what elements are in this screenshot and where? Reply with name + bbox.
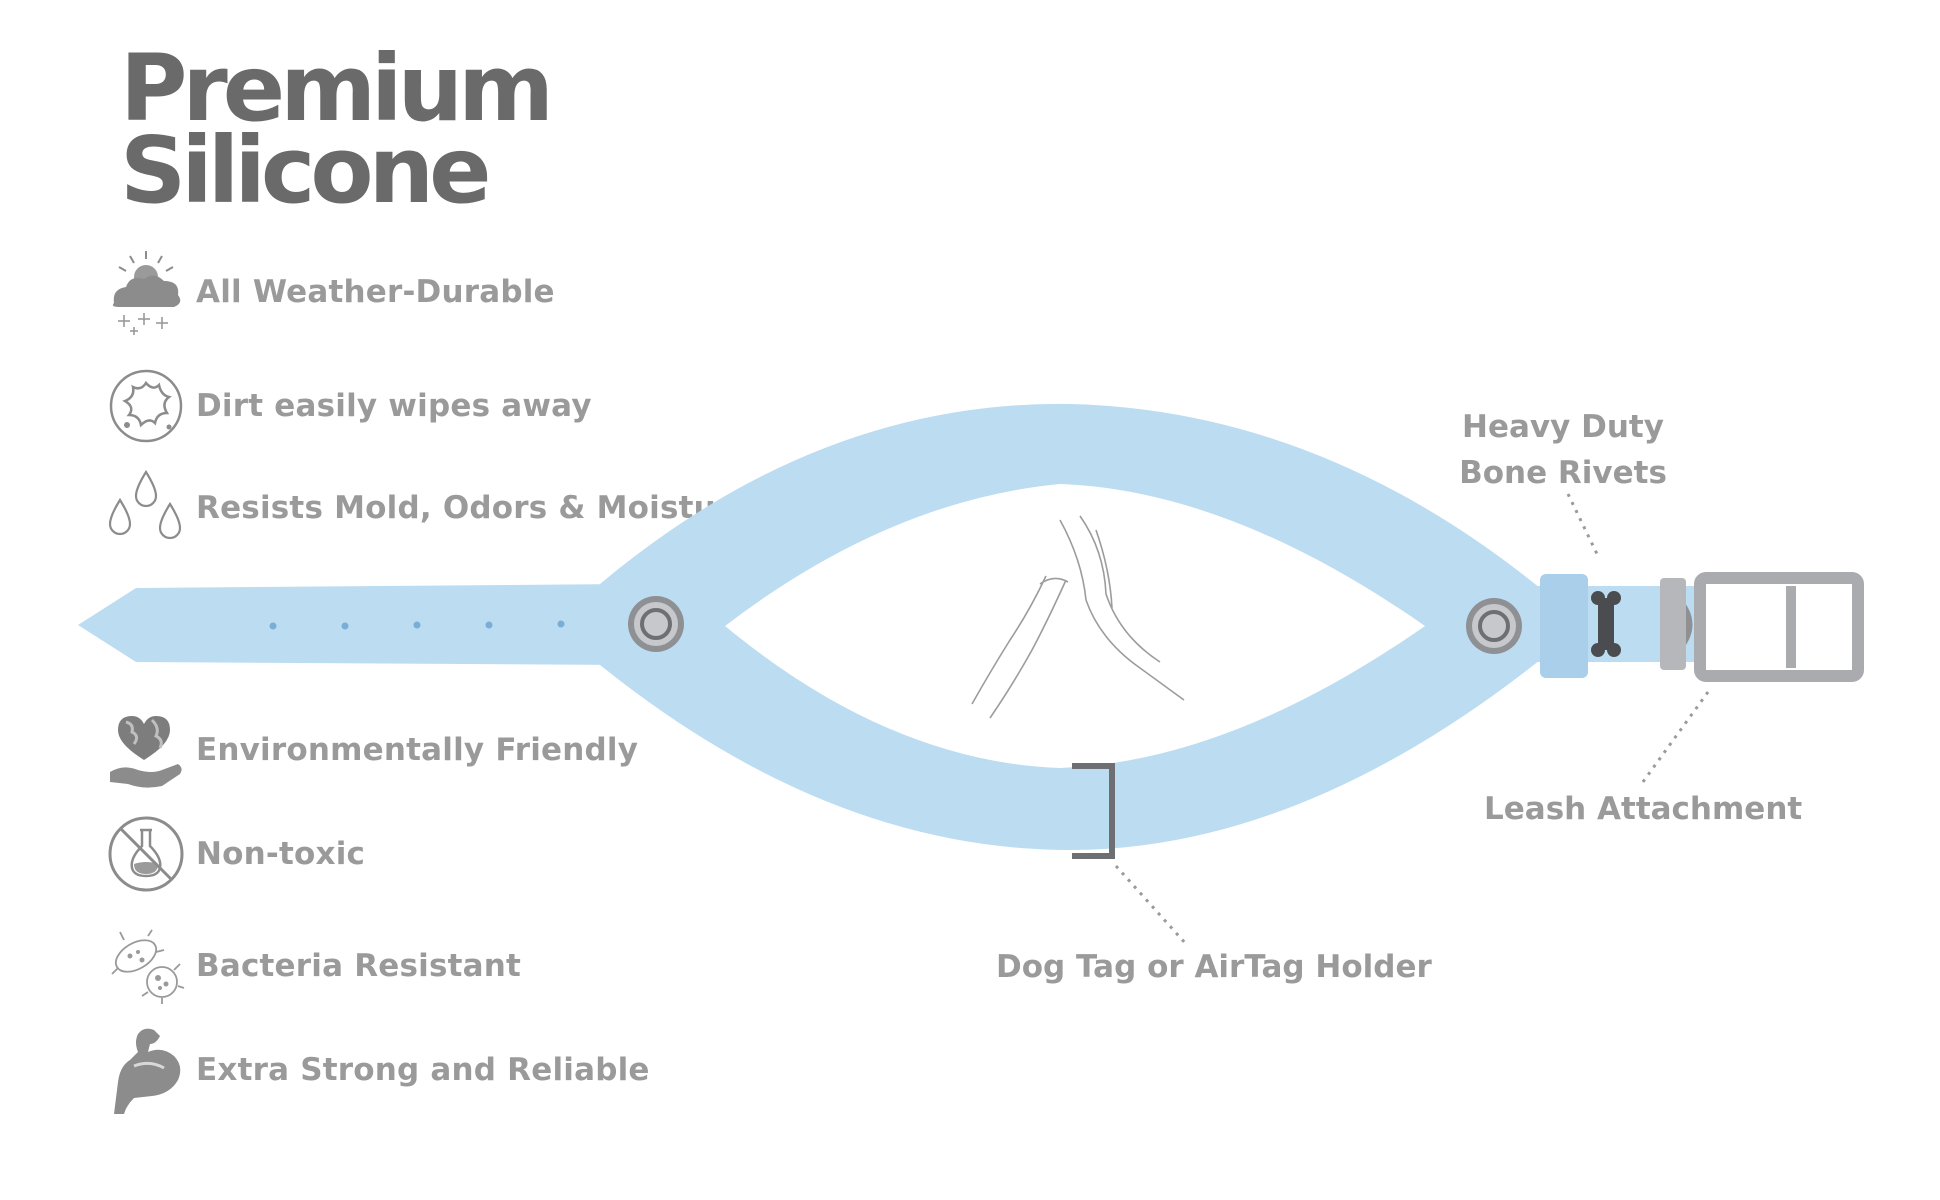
feature-label: Dirt easily wipes away [196,388,592,424]
no-chemical-icon [104,812,188,896]
callout-rivets-line2: Bone Rivets [1459,455,1667,491]
feature-label: Resists Mold, Odors & Moisture [196,490,753,526]
buckle [1660,572,1864,682]
title-line-1: Premium [120,35,554,142]
flexed-arm-icon [104,1028,188,1114]
callout-tag: Dog Tag or AirTag Holder [996,949,1432,985]
feature-label: Environmentally Friendly [196,732,639,768]
strap-keeper [1540,574,1588,678]
feature-item-moisture: Resists Mold, Odors & Moisture [104,468,753,548]
feature-item-nontoxic: Non-toxic [104,814,365,894]
feature-label: Bacteria Resistant [196,948,522,984]
feature-label: All Weather-Durable [196,274,555,310]
callout-rivets-line1: Heavy Duty [1462,409,1664,445]
feature-label: Extra Strong and Reliable [196,1052,650,1088]
feature-item-strong: Extra Strong and Reliable [104,1028,650,1114]
feature-label: Non-toxic [196,836,366,872]
callout-leash: Leash Attachment [1484,791,1803,827]
dirt-splat-icon [104,364,188,448]
feature-item-dirt: Dirt easily wipes away [104,366,592,446]
rivet-left [628,596,684,652]
bacteria-icon [104,924,188,1008]
callout-rivets: Heavy Duty Bone Rivets [1448,404,1678,496]
weather-icon [104,250,188,335]
feature-item-eco: Environmentally Friendly [104,710,638,790]
feature-item-weather: All Weather-Durable [104,250,555,335]
tag-holder-ring [1072,763,1115,859]
paw-hand-sketch [971,515,1185,719]
adjustment-holes [269,620,565,630]
callout-leaders [1114,493,1710,946]
water-drops-icon [104,466,188,550]
page-title: Premium Silicone [120,35,554,224]
rivet-right [1466,598,1522,654]
title-line-2: Silicone [120,117,492,224]
bone-rivet [1591,591,1621,657]
collar-loop [600,403,1540,850]
feature-item-bacteria: Bacteria Resistant [104,926,521,1006]
earth-heart-hand-icon [104,708,188,792]
collar-strap-tail [78,584,628,665]
